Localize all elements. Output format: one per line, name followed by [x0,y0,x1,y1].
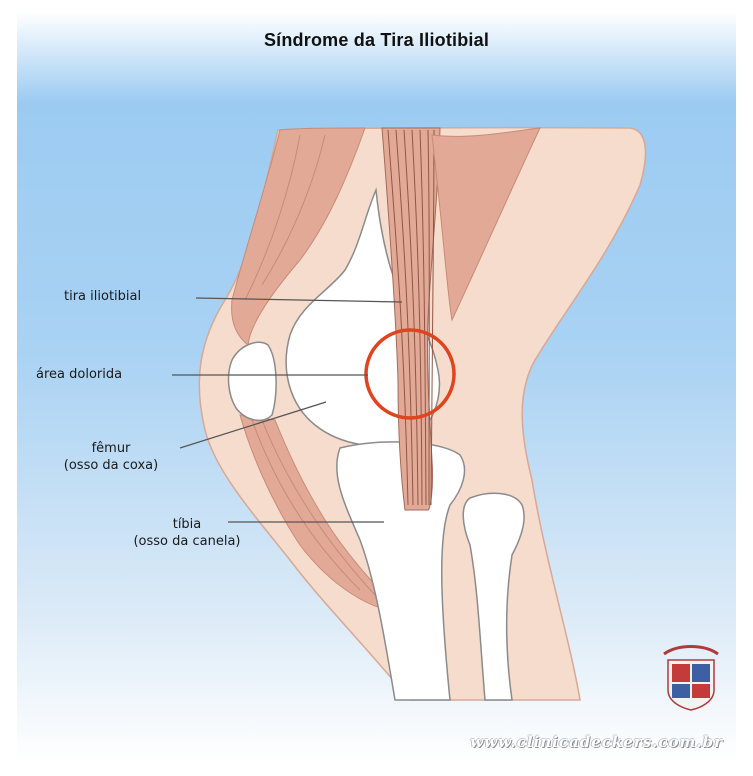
label-tibia-desc: (osso da canela) [102,533,272,550]
watermark-url: www.clinicadeckers.com.br [470,733,723,751]
label-area-dolorida: área dolorida [36,366,122,383]
label-tira-iliotibial: tira iliotibial [64,288,141,305]
label-femur-desc: (osso da coxa) [36,457,186,474]
label-tibia: tíbia (osso da canela) [102,516,272,550]
label-femur: fêmur (osso da coxa) [36,440,186,474]
diagram-title: Síndrome da Tira Iliotibial [0,30,753,51]
label-femur-name: fêmur [36,440,186,457]
label-tibia-name: tíbia [102,516,272,533]
patella-bone [229,342,277,420]
